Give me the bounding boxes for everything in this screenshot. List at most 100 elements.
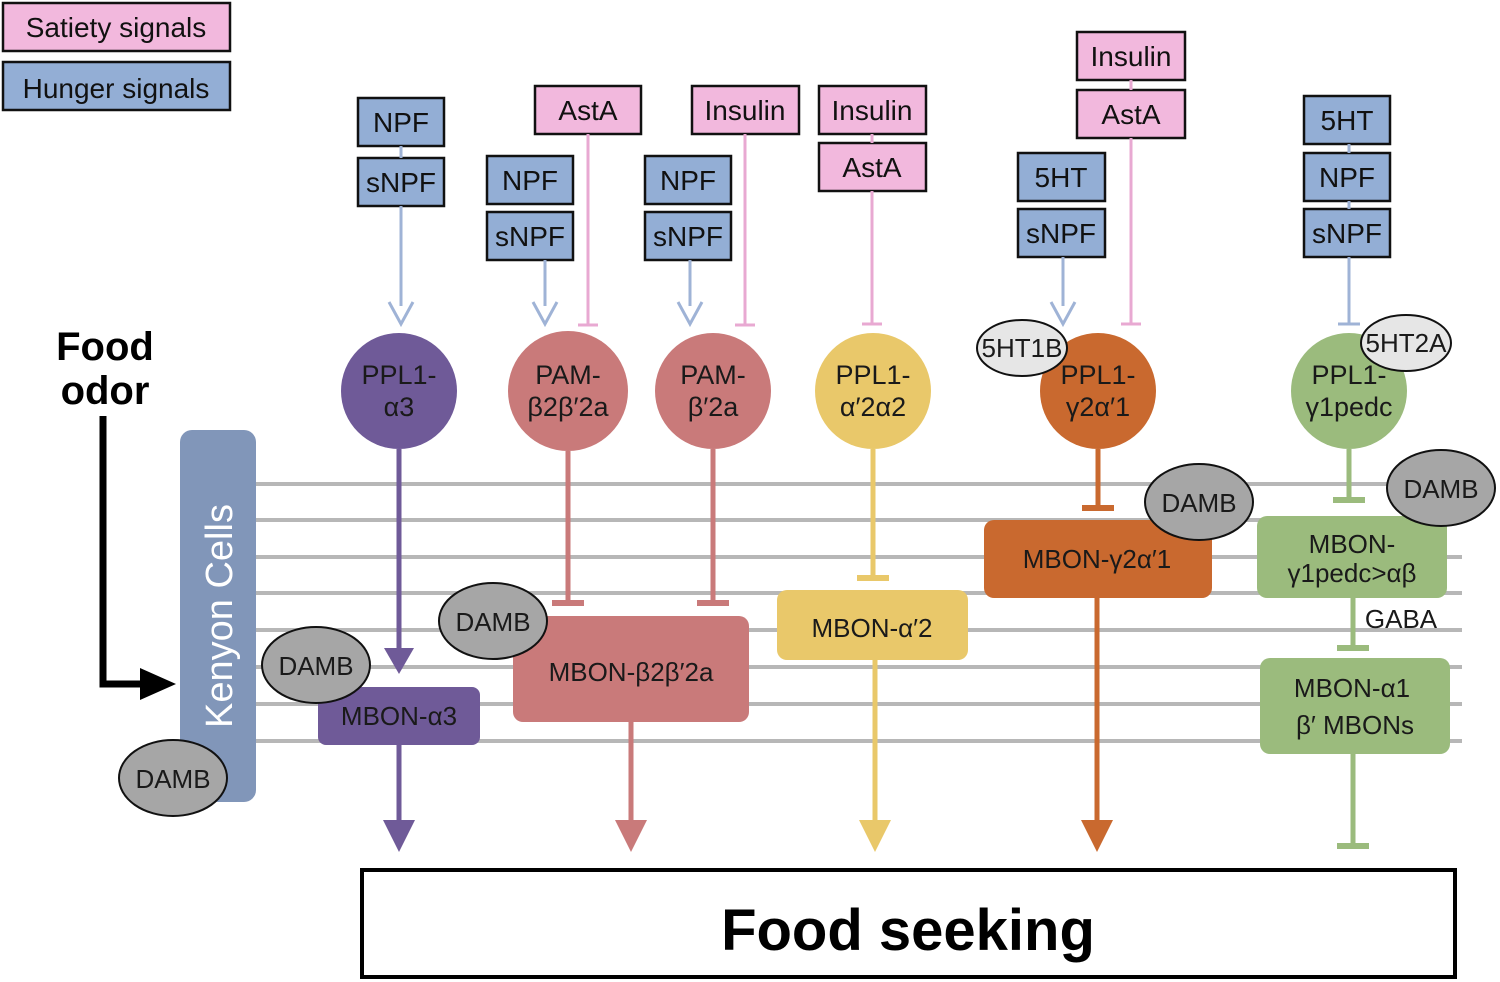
legend: Satiety signals Hunger signals xyxy=(1,1,232,112)
mbon-a3-label: MBON-α3 xyxy=(341,701,457,731)
dan-ppl1-a2a2-label-line1: PPL1- xyxy=(835,360,910,390)
signal-snpf-box xyxy=(643,210,733,262)
excitatory-arrowhead xyxy=(387,301,415,328)
mbon-a1b-label-line1: MBON-α1 xyxy=(1294,673,1410,703)
column-pam-b2a: Insulin NPF sNPF PAM- β′2a xyxy=(643,84,801,606)
mbon-a3-box xyxy=(318,687,480,745)
receptor-damb-g1pedc-label: DAMB xyxy=(1403,474,1478,504)
signal-5ht-label: 5HT xyxy=(1035,162,1088,193)
mbon-g1pedc-label-line2: γ1pedc>αβ xyxy=(1287,558,1416,588)
excitatory-arrowhead xyxy=(531,301,559,328)
signal-insulin-label: Insulin xyxy=(832,95,913,126)
mbon-g2a1-label: MBON-γ2α′1 xyxy=(1023,544,1171,574)
receptor-5ht2a xyxy=(1360,314,1452,372)
dan-ppl1-a3-label-line2: α3 xyxy=(384,392,415,422)
column-ppl1-a2a2: Insulin AstA PPL1- α′2α2 MBON-α′2 xyxy=(777,84,968,852)
dan-ppl1-g2a1-soma xyxy=(1040,333,1156,449)
gaba-label: GABA xyxy=(1365,604,1438,634)
signal-snpf-label: sNPF xyxy=(366,167,436,198)
mbon-g1pedc-label-line1: MBON- xyxy=(1309,529,1396,559)
food-seeking-box xyxy=(360,868,1457,979)
mbon-b2b2a: MBON-β2β′2a xyxy=(513,616,749,852)
kenyon-cells: Kenyon Cells xyxy=(180,430,256,802)
legend-satiety-label: Satiety signals xyxy=(26,12,207,43)
mbon-g2a1-box xyxy=(984,520,1212,598)
legend-hunger-swatch xyxy=(1,60,232,112)
signal-snpf-box xyxy=(1302,207,1392,259)
column-ppl1-g2a1: Insulin AstA 5HT sNPF PPL1- γ2α′1 5HT1B … xyxy=(976,30,1212,852)
food-odor-label-line2: odor xyxy=(61,369,150,413)
signal-snpf-label: sNPF xyxy=(495,221,565,252)
kenyon-cells-bar xyxy=(180,430,256,802)
signal-snpf-label: sNPF xyxy=(653,221,723,252)
signal-npf-box xyxy=(356,96,446,148)
excitatory-arrowhead xyxy=(1049,301,1077,328)
mbon-b2b2a-output-arrowhead xyxy=(615,820,647,852)
food-odor-label-line1: Food xyxy=(56,325,154,369)
signal-insulin-label: Insulin xyxy=(1091,41,1172,72)
legend-satiety-swatch xyxy=(1,1,232,53)
signal-snpf-label: sNPF xyxy=(1312,218,1382,249)
mbon-g2a1-output-arrowhead xyxy=(1081,820,1113,852)
signal-insulin-label: Insulin xyxy=(705,95,786,126)
dan-ppl1-g1pedc-label-line2: γ1pedc xyxy=(1305,392,1392,422)
receptor-5ht1b-label: 5HT1B xyxy=(982,333,1063,363)
receptor-damb-kenyon-label: DAMB xyxy=(135,764,210,794)
receptor-damb-kenyon xyxy=(118,739,228,817)
mbon-a1b-box xyxy=(1260,658,1450,754)
signal-npf-label: NPF xyxy=(373,107,429,138)
signal-npf-box xyxy=(1302,151,1392,203)
signal-5ht-box xyxy=(1302,94,1392,146)
legend-hunger-label: Hunger signals xyxy=(23,73,210,104)
signal-npf-box xyxy=(485,154,575,206)
mbon-b2b2a-label: MBON-β2β′2a xyxy=(549,657,714,687)
signal-snpf-box xyxy=(485,210,575,262)
damb-receptors: DAMB DAMB DAMB DAMB DAMB xyxy=(118,449,1496,817)
kenyon-cells-label: Kenyon Cells xyxy=(199,504,241,728)
receptor-damb-b2b2a-label: DAMB xyxy=(455,607,530,637)
dan-ppl1-a2a2-soma xyxy=(815,333,931,449)
receptor-damb-g1pedc xyxy=(1386,449,1496,527)
dan-ppl1-a2a2-label-line2: α′2α2 xyxy=(840,392,906,422)
food-odor-arrowhead xyxy=(140,668,176,700)
excitatory-arrowhead xyxy=(676,301,704,328)
signal-5ht-label: 5HT xyxy=(1321,105,1374,136)
food-odor-input: Food odor xyxy=(56,325,176,700)
food-seeking-label: Food seeking xyxy=(721,898,1095,963)
mbon-b2b2a-box xyxy=(513,616,749,722)
mbon-a2-box xyxy=(777,590,968,660)
dan-ppl1-g2a1-label-line2: γ2α′1 xyxy=(1066,392,1130,422)
receptor-5ht1b xyxy=(976,319,1068,377)
signal-npf-label: NPF xyxy=(1319,162,1375,193)
dan-ppl1-a3-label-line1: PPL1- xyxy=(361,360,436,390)
mbon-a1b-label-line2: β′ MBONs xyxy=(1296,710,1414,740)
signal-asta-label: AstA xyxy=(558,95,617,126)
receptor-damb-a3-label: DAMB xyxy=(278,651,353,681)
receptor-damb-g2a1-label: DAMB xyxy=(1161,488,1236,518)
signal-snpf-label: sNPF xyxy=(1026,218,1096,249)
signal-npf-box xyxy=(643,154,733,206)
mbon-a3-output-arrowhead xyxy=(383,820,415,852)
signal-npf-label: NPF xyxy=(660,165,716,196)
signal-insulin-box xyxy=(817,84,928,136)
signal-npf-label: NPF xyxy=(502,165,558,196)
signal-asta-label: AstA xyxy=(1101,99,1160,130)
dan-pam-b2a-label-line2: β′2a xyxy=(688,392,740,422)
food-seeking-output: Food seeking xyxy=(360,868,1457,979)
dan-ppl1-g2a1-label-line1: PPL1- xyxy=(1060,360,1135,390)
dan-pam-b2a-label-line1: PAM- xyxy=(680,360,746,390)
column-ppl1-a3: NPF sNPF PPL1- α3 MBON-α3 xyxy=(318,96,480,852)
receptor-damb-b2b2a xyxy=(438,582,548,660)
dan-pam-b2a-soma xyxy=(655,333,771,449)
mbon-a2-output-arrowhead xyxy=(859,820,891,852)
column-pam-b2b2a: AstA NPF sNPF PAM- β2β′2a xyxy=(485,84,643,606)
signal-asta-label: AstA xyxy=(842,152,901,183)
mbon-a2-label: MBON-α′2 xyxy=(811,613,932,643)
receptor-damb-a3 xyxy=(261,626,371,704)
dan-pam-b2b2a-label-line2: β2β′2a xyxy=(527,392,609,422)
signal-snpf-box xyxy=(1016,207,1107,259)
mbon-g1pedc-box xyxy=(1257,516,1447,598)
receptor-damb-g2a1 xyxy=(1144,463,1254,541)
signal-5ht-box xyxy=(1016,151,1107,203)
